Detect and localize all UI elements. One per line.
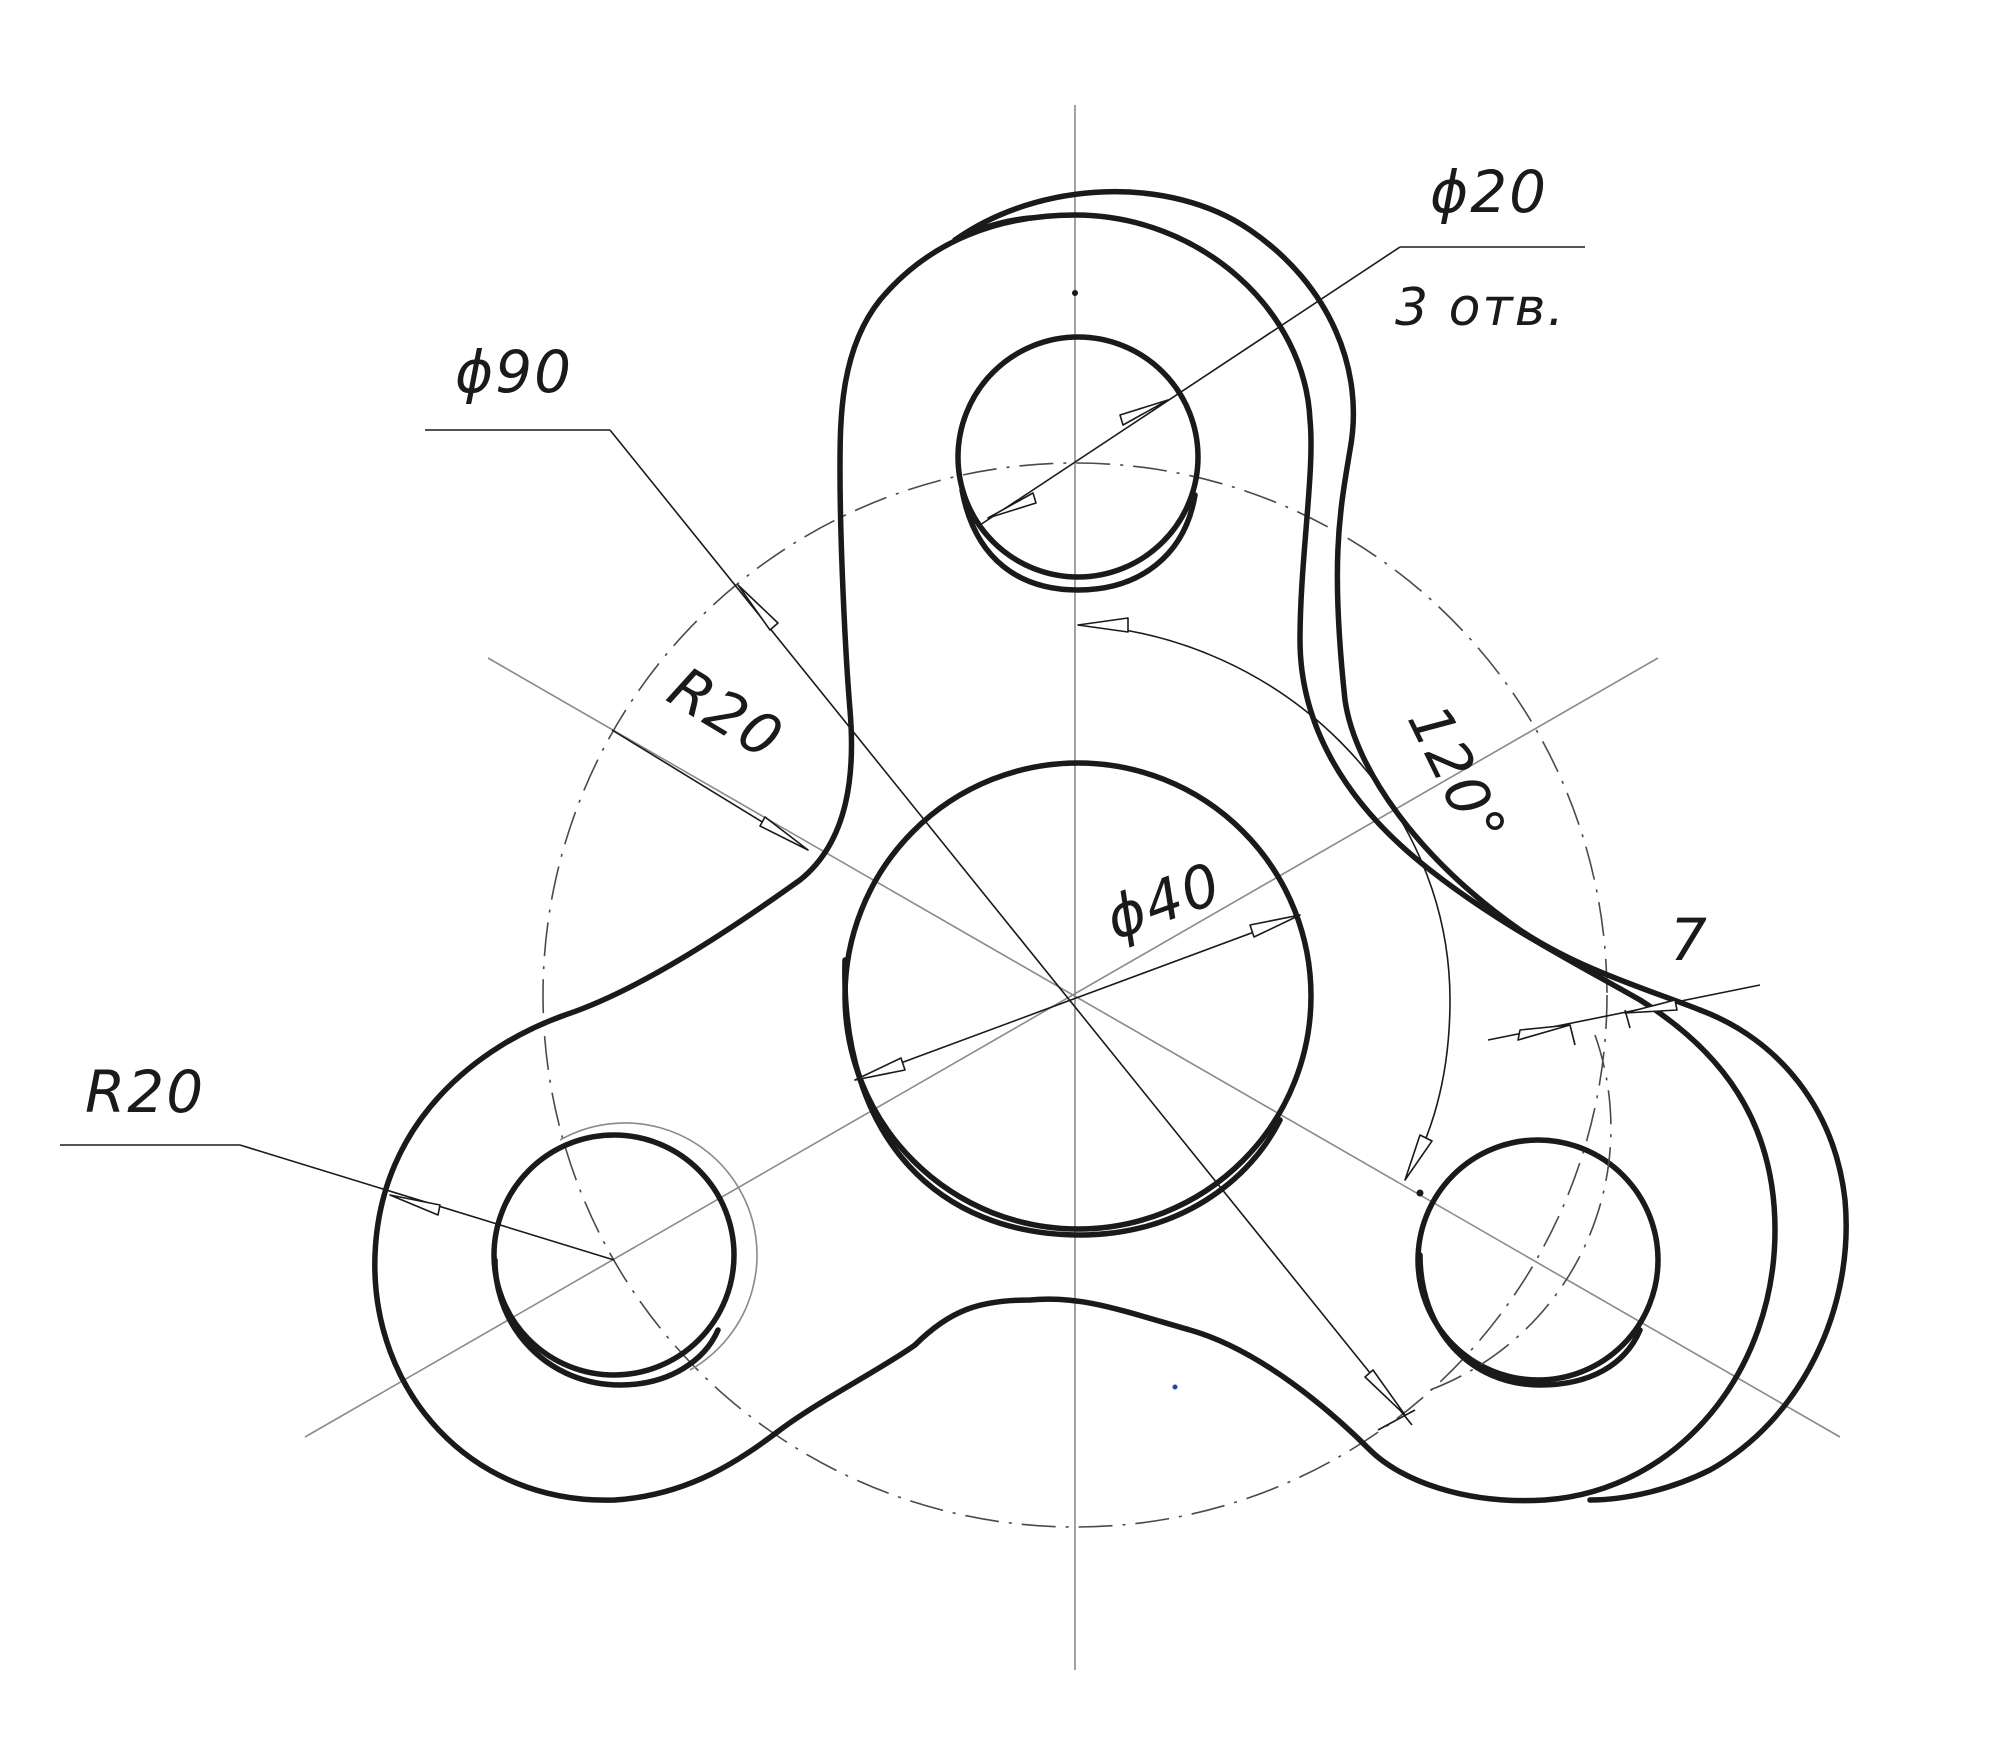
left-hole <box>491 1132 737 1388</box>
top-hole-depth <box>959 487 1198 593</box>
top-hole-front <box>955 334 1201 580</box>
dimension-labels: ϕ20 3 отв. ϕ90 R20 ϕ40 R20 120° 7 <box>85 158 1709 1126</box>
dim-center-diameter-line <box>854 914 1301 1081</box>
dim-bolt-circle-arrow-top <box>737 584 779 631</box>
spinner-body-outline <box>372 212 1778 1504</box>
right-hole <box>1415 1137 1661 1388</box>
center-hole <box>842 760 1314 1238</box>
dim-angle <box>1077 617 1451 1181</box>
label-bolt-circle-diameter: ϕ90 <box>455 338 573 406</box>
outline-front <box>372 212 1778 1504</box>
dim-angle-arrow-top <box>1077 617 1129 633</box>
back-right-lobe <box>1587 1007 1849 1503</box>
dim-fillet-top-arrow <box>759 816 809 851</box>
dim-angle-arrow-bottom <box>1404 1134 1433 1181</box>
back-top-lobe <box>952 188 1703 1013</box>
center-point-top-hole <box>1072 290 1078 296</box>
left-hole-depth <box>492 1257 721 1388</box>
label-hole-count: 3 отв. <box>1395 278 1566 338</box>
label-thickness: 7 <box>1670 906 1709 974</box>
dim-thickness-ext-left <box>1569 1024 1576 1046</box>
center-point-right-hole <box>1416 1189 1424 1197</box>
dim-bolt-circle-tick <box>1377 1409 1416 1431</box>
center-hole-depth <box>842 957 1283 1238</box>
stray-dot <box>1172 1384 1178 1390</box>
dim-angle-arc <box>1077 624 1451 1181</box>
dim-center-diameter <box>854 914 1301 1081</box>
label-fillet-radius-left: R20 <box>85 1058 205 1126</box>
dim-fillet-left-arc <box>559 1122 758 1371</box>
axis-120-left-down <box>304 657 1659 1438</box>
label-fillet-radius-top: R20 <box>657 653 795 773</box>
left-hole-front <box>491 1132 737 1378</box>
dim-bolt-circle-arrow-bottom <box>1364 1369 1406 1416</box>
dim-hole-diameter-leader <box>979 246 1401 526</box>
label-hole-diameter: ϕ20 <box>1430 158 1548 226</box>
dim-thickness-arrow-right <box>1624 999 1678 1014</box>
center-lines <box>304 105 1841 1670</box>
right-hole-depth <box>1417 1252 1643 1388</box>
dim-fillet-top <box>611 729 809 851</box>
bolt-circle-dashed <box>542 462 1608 1528</box>
axis-120-right-down <box>487 657 1841 1438</box>
label-center-diameter: ϕ40 <box>1097 849 1231 953</box>
dim-thickness <box>1429 984 1761 1391</box>
dim-thickness-arc <box>1429 1034 1612 1391</box>
right-hole-front <box>1415 1137 1661 1383</box>
dim-center-diameter-arrow-right <box>1249 914 1301 938</box>
dim-hole-diameter-arrow-upper <box>1119 399 1169 426</box>
dim-fillet-left-arrow <box>389 1194 441 1216</box>
dim-thickness-arrow-left <box>1517 1024 1571 1041</box>
center-hole-front <box>842 760 1314 1232</box>
dim-fillet-left <box>60 1122 758 1371</box>
dim-hole-diameter <box>979 246 1585 526</box>
dim-center-diameter-arrow-left <box>854 1057 906 1081</box>
dim-bolt-circle <box>425 429 1416 1431</box>
dim-hole-diameter-arrow-lower <box>987 492 1037 519</box>
dim-bolt-circle-leader <box>609 429 1413 1426</box>
top-hole <box>955 334 1201 593</box>
